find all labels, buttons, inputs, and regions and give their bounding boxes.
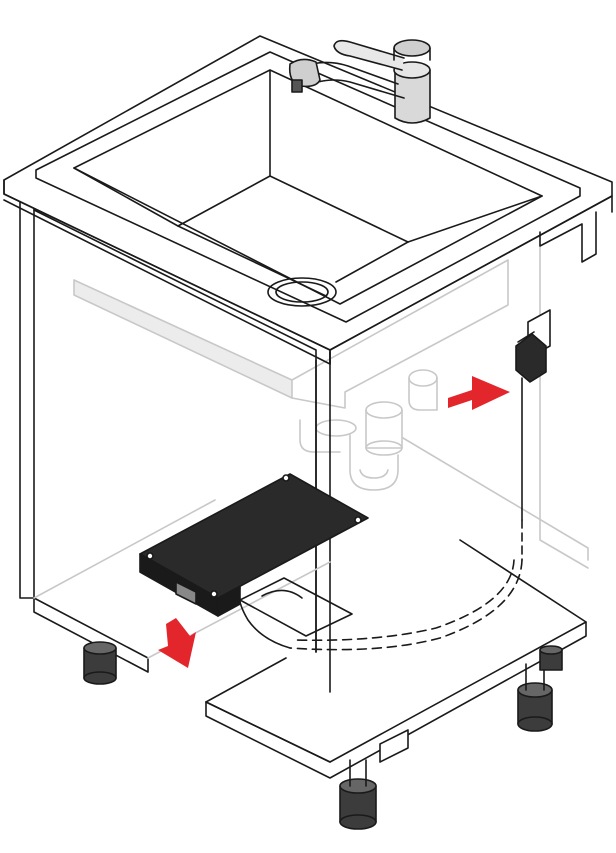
trap-ring [365,440,403,456]
cabinet [19,199,589,779]
faucet-spout-bottom [317,79,405,99]
floor-panel-left [205,657,287,703]
faucet-body [394,69,431,124]
waste-pipe-ghost [299,419,341,453]
foot-back-mid [539,645,563,671]
unit-screw-1 [146,552,154,560]
foot-stem [349,759,367,787]
bottom-shelf-front [33,597,149,673]
power-socket [515,309,551,561]
countertop-side-bracket [539,211,597,263]
faucet-cap [393,39,431,57]
floor-panel-back [459,539,587,623]
left-panel-front-edge [19,199,35,599]
foot-front-right [339,759,377,830]
faucet-cap-sides [393,47,431,61]
bowl-floor-front [177,225,327,297]
bowl-floor-right [269,175,409,243]
shelf-cutout [239,577,353,637]
floor-panel-edge [205,701,331,763]
faucet [288,39,431,124]
plug-top [517,331,535,343]
unit-screw-4 [210,590,218,598]
sink-bowl-ghost [73,259,509,409]
back-wall-ghost-line [402,437,589,561]
faucet-lever [333,39,405,71]
cable [238,559,523,651]
faucet-nozzle [291,79,303,93]
bowl-floor-right-front [335,241,409,283]
sink-drain-inner [275,281,329,303]
unit-arrow-shape [158,618,196,668]
trap-bend [349,434,399,491]
trap-bend-inner [359,469,389,479]
drain-trap [299,369,589,561]
unit-screw-2 [282,474,290,482]
unit-screw-3 [354,516,362,524]
sink-drain [267,277,337,307]
drain-pipe [365,409,403,449]
back-right-edge [539,244,589,569]
trap-inlet [315,419,357,437]
adjustable-feet [83,641,563,830]
unit-port [175,581,197,605]
foot-front-left [83,641,117,685]
faucet-top [393,61,431,79]
bottom-shelf-left-edge [33,499,216,599]
unit-right [217,585,241,617]
leveling-bracket [379,729,409,763]
cutout-hole [261,589,303,599]
plug-arrow [448,376,510,410]
bowl-wall-right [407,195,543,243]
overflow-pipe [408,377,438,411]
bowl-wall-left [73,167,179,227]
sink [35,51,581,323]
countertop-right-edge [329,195,613,351]
unit-arrow [158,618,196,668]
foot-back-right [517,663,553,732]
cable-dashed-outer [289,559,523,651]
control-unit [139,473,369,617]
bowl-floor-left [177,175,271,227]
plug-arrow-shape [448,376,510,410]
drain-neck [365,401,403,419]
overflow-outlet [408,369,438,387]
cable-dashed-inner [295,559,515,642]
bowl-right-ghost [291,259,509,409]
